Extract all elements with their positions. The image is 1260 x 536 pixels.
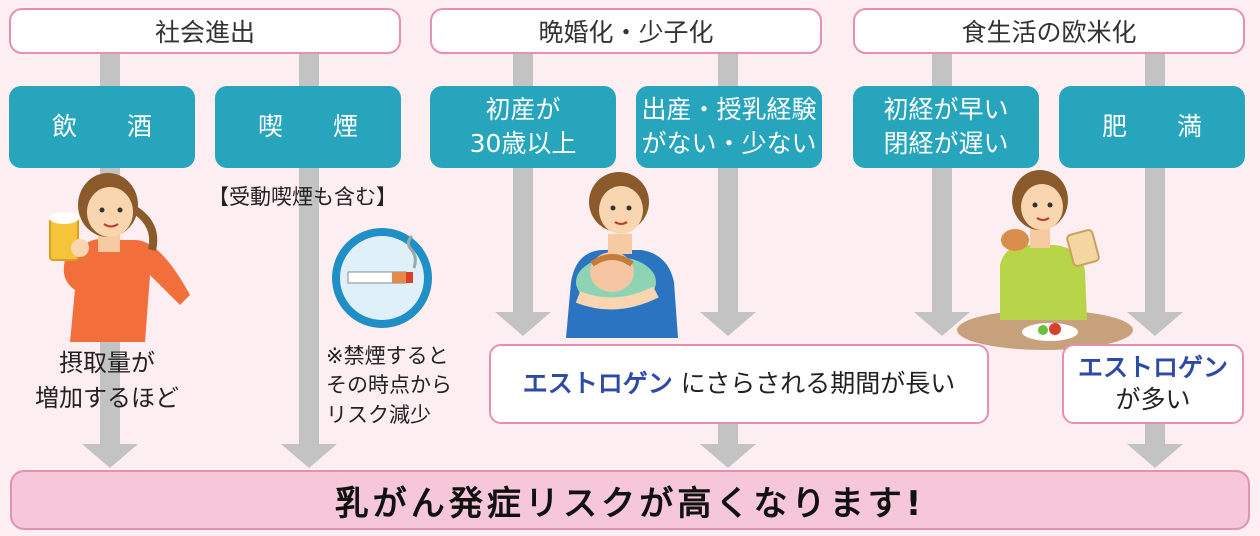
alcohol-amount-line2: 増加するほど xyxy=(35,383,179,412)
factor-smoking: 喫 煙 xyxy=(215,86,401,168)
arrow-head-first-birth xyxy=(495,312,551,336)
woman-drinking-beer-illustration xyxy=(49,173,190,342)
arrow-head-exposure-result xyxy=(700,444,756,468)
quit-smoking-line1: ※禁煙すると xyxy=(326,344,449,368)
estrogen-many-text: が多い xyxy=(1115,385,1191,414)
factor-menarche: 初経が早い 閉経が遅い xyxy=(853,86,1039,168)
factor-menarche-line2: 閉経が遅い xyxy=(883,129,1009,158)
no-smoking-icon xyxy=(332,228,432,328)
arrow-head-estrogen-many xyxy=(1127,444,1183,468)
estrogen-exposure-box: エストロゲン にさらされる期間が長い xyxy=(489,344,989,424)
quit-smoking-line3: リスク減少 xyxy=(326,402,431,427)
passive-smoking-note: 【受動喫煙も含む】 xyxy=(208,185,397,209)
woman-eating-illustration xyxy=(957,170,1133,350)
factor-alcohol: 飲 酒 xyxy=(9,86,195,168)
factor-obesity: 肥 満 xyxy=(1059,86,1245,168)
factor-alcohol-label: 飲 酒 xyxy=(51,112,165,142)
alcohol-amount-note: 摂取量が 増加するほど xyxy=(22,346,192,416)
estrogen-word-2: エストロゲン xyxy=(1077,352,1228,382)
factor-first-birth: 初産が 30歳以上 xyxy=(430,86,616,168)
alcohol-amount-line1: 摂取量が xyxy=(59,349,155,377)
arrow-shaft-estrogen-many xyxy=(1145,424,1165,446)
factor-no-birth: 出産・授乳経験 がない・少ない xyxy=(636,86,822,168)
arrow-head-smoking xyxy=(281,444,337,468)
arrow-head-alcohol xyxy=(82,444,138,468)
factor-first-birth-line2: 30歳以上 xyxy=(469,129,577,158)
factor-obesity-label: 肥 満 xyxy=(1101,112,1215,142)
estrogen-many-box: エストロゲン が多い xyxy=(1062,344,1244,424)
category-western-diet: 食生活の欧米化 xyxy=(853,8,1245,54)
factor-no-birth-line1: 出産・授乳経験 xyxy=(641,95,817,125)
factor-no-birth-line2: がない・少ない xyxy=(641,129,817,158)
factor-menarche-line1: 初経が早い xyxy=(883,95,1009,125)
arrow-head-obesity xyxy=(1127,312,1183,336)
category-late-marriage: 晩婚化・少子化 xyxy=(430,8,822,54)
quit-smoking-note: ※禁煙すると その時点から リスク減少 xyxy=(326,342,452,430)
mother-holding-baby-illustration xyxy=(566,172,678,338)
estrogen-word: エストロゲン xyxy=(522,368,673,398)
factor-first-birth-line1: 初産が xyxy=(485,95,561,125)
conclusion-banner: 乳がん発症リスクが高くなります! xyxy=(10,470,1250,530)
quit-smoking-line2: その時点から xyxy=(326,373,452,398)
arrow-shaft-exposure-result xyxy=(718,424,738,446)
category-social-advancement: 社会進出 xyxy=(9,8,401,54)
factor-smoking-label: 喫 煙 xyxy=(257,112,371,142)
exposure-long-text: にさらされる期間が長い xyxy=(672,368,956,398)
arrow-head-no-birth xyxy=(700,312,756,336)
